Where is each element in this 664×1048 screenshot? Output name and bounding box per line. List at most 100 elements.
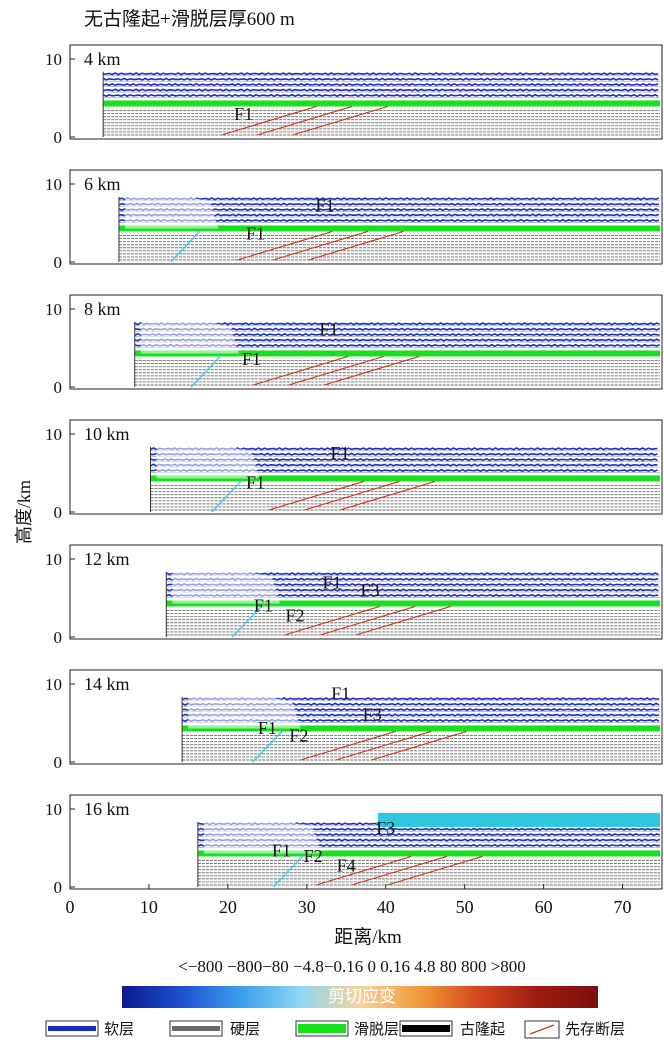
detachment-layer	[182, 725, 660, 732]
fault-label-f1: F1	[319, 320, 338, 340]
y-tick-label: 10	[45, 50, 62, 69]
panel-frame	[69, 669, 663, 765]
fault-lines	[284, 605, 451, 636]
fault-label-f1: F1	[330, 443, 349, 463]
legend-swatch-fill	[48, 1026, 96, 1031]
cyan-band	[377, 812, 660, 827]
panel-frame	[69, 169, 663, 265]
colorbar-bar	[122, 986, 598, 1008]
pre-existing-fault	[256, 105, 353, 136]
fault-lines	[316, 855, 483, 886]
model-body	[181, 696, 660, 763]
pre-existing-fault	[288, 355, 384, 386]
legend-swatch-fill	[402, 1025, 450, 1032]
fault-label-f1: F1	[254, 595, 273, 615]
detachment-layer	[166, 600, 661, 607]
fault-label-f1: F1	[246, 473, 265, 493]
x-tick-label: 10	[140, 897, 158, 917]
colorbar	[122, 986, 598, 1008]
legend-swatch-fill	[172, 1026, 220, 1031]
panel-frame	[69, 794, 663, 890]
y-tick-label: 0	[54, 128, 63, 147]
soft-layer-line	[103, 72, 659, 76]
fault-label-f1: F1	[258, 718, 277, 738]
pre-existing-fault	[272, 230, 369, 261]
soft-layer-line	[118, 197, 660, 201]
panel-label: 12 km	[84, 549, 130, 569]
fault-lines	[237, 230, 404, 261]
panel-label: 6 km	[84, 174, 121, 194]
panel-label: 8 km	[84, 299, 121, 319]
fault-label-f1: F1	[246, 223, 265, 243]
fold-wedge	[140, 321, 240, 354]
legend-label: 先存断层	[565, 1021, 625, 1038]
detachment-layer	[134, 350, 660, 357]
fault-label-f2: F2	[285, 605, 304, 625]
panel-label: 16 km	[84, 799, 130, 819]
fault-label-f1: F1	[234, 104, 253, 124]
fold-wedge	[124, 196, 219, 229]
x-tick-label: 40	[377, 897, 395, 917]
pre-existing-fault	[300, 730, 396, 761]
shear-zone	[231, 604, 263, 638]
model-body	[134, 321, 661, 388]
y-axis-label: 高度/km	[14, 480, 34, 544]
y-tick-label: 10	[45, 675, 62, 694]
fault-label-f3: F3	[376, 818, 395, 838]
panel-label: 14 km	[84, 674, 130, 694]
fault-label-f1: F1	[272, 841, 291, 861]
fold-wedge	[172, 571, 281, 604]
fault-label-f1: F1	[242, 349, 261, 369]
pre-existing-fault	[252, 355, 349, 386]
pre-existing-fault	[284, 605, 380, 636]
pre-existing-fault	[371, 730, 467, 761]
fold-wedge	[188, 696, 301, 729]
y-tick-label: 10	[45, 425, 62, 444]
pre-existing-fault	[268, 480, 365, 511]
legend-item-uplift: 古隆起	[399, 1020, 505, 1038]
colorbar-tick-labels: <−800 −800−80 −4.8−0.16 0 0.16 4.8 80 80…	[178, 957, 526, 976]
legend-item-hard: 硬层	[169, 1020, 260, 1038]
soft-layer-line	[102, 77, 659, 81]
legend-swatch-fault	[529, 1024, 555, 1035]
x-tick-label: 70	[614, 897, 632, 917]
fault-lines	[268, 480, 436, 511]
pre-existing-fault	[324, 355, 420, 386]
shear-zone	[210, 479, 243, 513]
pre-existing-fault	[221, 105, 317, 136]
pre-existing-fault	[387, 855, 483, 886]
y-tick-label: 10	[45, 300, 62, 319]
fault-lines	[221, 105, 388, 136]
legend-label: 软层	[104, 1021, 134, 1038]
panel-frame	[69, 419, 663, 515]
legend-label: 硬层	[230, 1021, 260, 1038]
pre-existing-fault	[237, 230, 333, 261]
pre-existing-fault	[316, 855, 412, 886]
model-body	[197, 812, 661, 888]
fold-wedge	[156, 446, 260, 479]
x-tick-label: 0	[66, 897, 75, 917]
legend: 软层 硬层 滑脱层古隆起 先存断层	[45, 1020, 625, 1039]
fault-lines	[252, 355, 420, 386]
legend-item-fault: 先存断层	[524, 1020, 625, 1039]
fault-label-f2: F2	[304, 846, 323, 866]
fault-label-f1: F1	[331, 684, 350, 704]
pre-existing-fault	[351, 855, 447, 886]
fault-lines	[300, 730, 467, 761]
pre-existing-fault	[308, 230, 404, 261]
fault-label-f3: F3	[360, 580, 379, 600]
legend-item-detach: 滑脱层	[295, 1020, 399, 1038]
model-body	[165, 571, 661, 638]
x-tick-label: 20	[219, 897, 237, 917]
y-tick-label: 10	[45, 550, 62, 569]
pre-existing-fault	[304, 480, 400, 511]
colorbar-title: 剪切应变	[328, 987, 396, 1006]
model-body	[150, 446, 660, 513]
y-tick-label: 0	[54, 628, 63, 647]
y-tick-label: 0	[54, 753, 63, 772]
